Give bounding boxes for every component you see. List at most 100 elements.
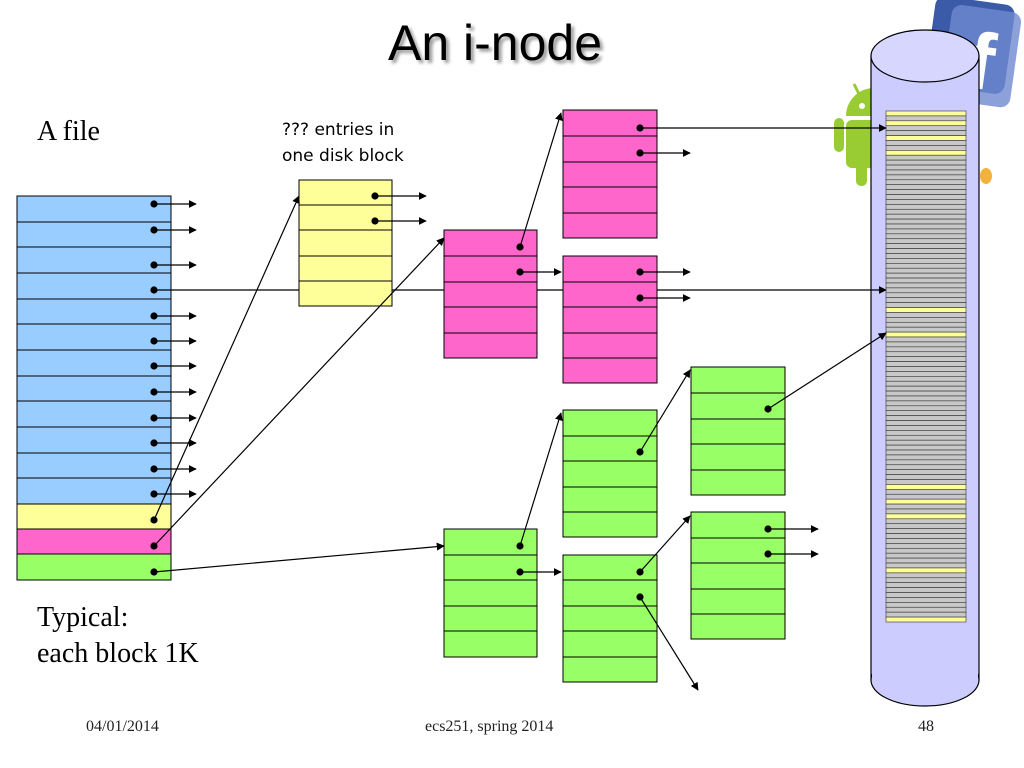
disk-block xyxy=(885,597,967,603)
disk-block xyxy=(885,587,967,593)
disk-block xyxy=(885,484,967,490)
disk-block xyxy=(885,228,967,235)
disk-block xyxy=(885,174,967,181)
disk-block xyxy=(885,513,967,520)
disk-block xyxy=(885,410,967,416)
disk-block xyxy=(885,572,967,579)
disk-block xyxy=(885,395,967,402)
disk-block xyxy=(885,326,967,333)
disk-block xyxy=(885,385,967,392)
footer-page-number: 48 xyxy=(918,718,934,735)
triple-indirect-block xyxy=(443,528,538,658)
disk-block xyxy=(885,145,967,151)
disk-block xyxy=(885,154,967,161)
disk-block xyxy=(885,503,967,510)
disk-block xyxy=(885,562,967,569)
disk-block xyxy=(885,115,967,122)
inode-pointer-dots xyxy=(150,200,158,576)
disk-block xyxy=(885,577,967,583)
disk-block xyxy=(885,361,967,367)
disk-block xyxy=(885,307,967,313)
disk-block xyxy=(885,508,967,515)
disk-block xyxy=(885,125,967,131)
disk-block xyxy=(885,405,967,412)
disk-block xyxy=(885,434,967,441)
disk-block xyxy=(885,287,967,294)
disk-block xyxy=(885,489,967,495)
disk-block xyxy=(885,208,967,215)
disk-block xyxy=(885,469,967,475)
disk-block xyxy=(885,474,967,480)
slide-title: An i-node xyxy=(387,15,603,71)
disk-block xyxy=(885,179,967,185)
disk-block xyxy=(885,253,967,259)
triple-indirect-entry xyxy=(16,553,172,581)
disk-block xyxy=(885,611,967,618)
disk-block xyxy=(885,582,967,588)
disk-block xyxy=(885,592,967,598)
disk-block xyxy=(885,110,967,117)
disk-block xyxy=(885,213,967,220)
disk-block xyxy=(885,189,967,195)
disk-block xyxy=(885,430,967,436)
disk-block xyxy=(885,184,967,190)
disk-block xyxy=(885,248,967,254)
disk-block xyxy=(885,277,967,284)
direct-entries xyxy=(16,195,172,505)
disk-block xyxy=(885,159,967,166)
disk-block xyxy=(885,331,967,338)
disk-block xyxy=(885,356,967,362)
disk-block xyxy=(885,336,967,343)
green-level2-block-bottom xyxy=(562,554,658,683)
disk-block xyxy=(885,199,967,205)
disk-block xyxy=(885,547,967,554)
disk-block xyxy=(885,321,967,328)
block-pointer-dots xyxy=(371,124,772,601)
disk-block xyxy=(885,523,967,529)
disk-block xyxy=(885,444,967,451)
disk-block xyxy=(885,606,967,613)
disk-block xyxy=(885,415,967,421)
block-entries-note: ??? entries in one disk block xyxy=(282,117,404,169)
disk-block xyxy=(885,223,967,230)
disk-block xyxy=(885,425,967,431)
disk-block xyxy=(885,130,967,136)
double-indirect-entry xyxy=(16,528,172,555)
disk-block xyxy=(885,150,967,156)
disk-block xyxy=(885,449,967,456)
disk-block xyxy=(885,346,967,353)
disk-block xyxy=(885,533,967,539)
disk-block xyxy=(885,543,967,549)
indirect-pointers xyxy=(153,112,887,691)
disk-block xyxy=(885,454,967,461)
green-data-block-bottom xyxy=(690,511,786,640)
green-level2-block-top xyxy=(562,409,658,538)
disk-block xyxy=(885,243,967,249)
disk-block xyxy=(885,272,967,279)
disk-block xyxy=(885,567,967,574)
disk-block xyxy=(885,164,967,171)
disk-block xyxy=(885,400,967,407)
disk-block xyxy=(885,479,967,485)
disk-block xyxy=(885,341,967,348)
disk-block xyxy=(885,267,967,274)
disk-block xyxy=(885,602,967,608)
disk-block xyxy=(885,140,967,146)
block-entries-note-line2: one disk block xyxy=(282,146,404,166)
disk-block xyxy=(885,204,967,210)
disk-block xyxy=(885,297,967,303)
disk-block xyxy=(885,317,967,323)
footer-date: 04/01/2014 xyxy=(86,718,159,735)
single-indirect-block xyxy=(298,179,393,307)
disk-blocks xyxy=(885,110,967,623)
green-data-block-top xyxy=(690,366,786,496)
inode-table xyxy=(16,195,172,581)
disk-block xyxy=(885,493,967,500)
disk-block xyxy=(885,498,967,505)
disk-block xyxy=(885,302,967,308)
disk-block xyxy=(885,263,967,269)
disk-block xyxy=(885,135,967,141)
disk-block xyxy=(885,420,967,426)
